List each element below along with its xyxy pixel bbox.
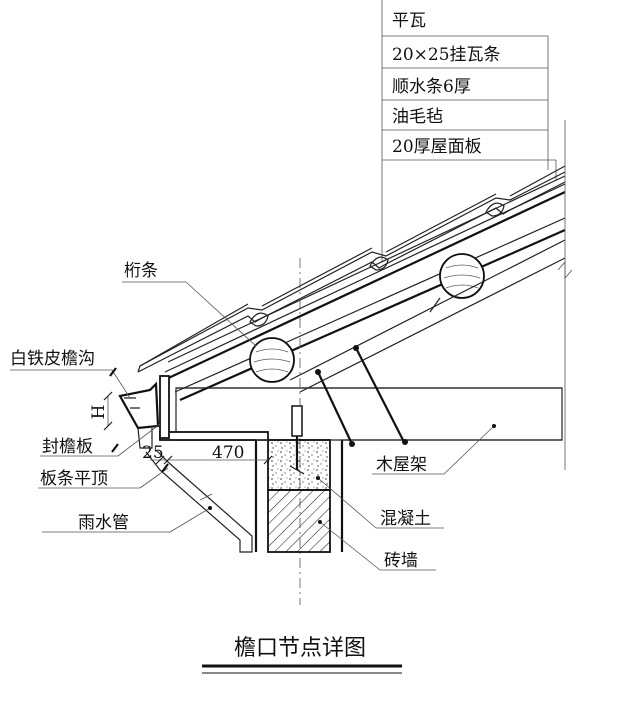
label-gutter: 白铁皮檐沟 — [10, 349, 95, 369]
callouts: 桁条 白铁皮檐沟 封檐板 板条平顶 雨水管 木屋架 混凝土 — [10, 261, 496, 571]
label-downpipe: 雨水管 — [78, 513, 129, 533]
dimension-marks: H 25 470 — [89, 391, 273, 465]
layer-row-roof-board: 20厚屋面板 — [392, 137, 482, 157]
rain-downpipe — [145, 449, 253, 553]
label-truss: 木屋架 — [376, 455, 427, 475]
layer-row-tile-batten: 20×25挂瓦条 — [392, 45, 501, 65]
title-text: 檐口节点详图 — [234, 636, 366, 661]
label-soffit: 板条平顶 — [40, 469, 108, 489]
wall-assembly — [254, 405, 344, 553]
label-fascia: 封檐板 — [42, 437, 93, 457]
dim-25: 25 — [142, 443, 164, 463]
label-brick-wall: 砖墙 — [384, 551, 418, 571]
roof-assembly — [137, 165, 566, 402]
layer-row-roof-tile: 平瓦 — [392, 11, 426, 31]
layer-table: 平瓦 20×25挂瓦条 顺水条6厚 油毛毡 20厚屋面板 — [381, 0, 556, 262]
dim-470: 470 — [212, 443, 244, 463]
eave-assembly — [118, 375, 269, 449]
layer-row-counter-batten: 顺水条6厚 — [392, 77, 471, 97]
label-purlin: 桁条 — [124, 261, 158, 281]
dim-height-h: H — [89, 405, 109, 420]
drawing-title: 檐口节点详图 — [202, 636, 402, 674]
wood-truss — [175, 120, 573, 470]
label-concrete: 混凝土 — [380, 509, 431, 529]
layer-leaders — [547, 36, 557, 180]
layer-row-felt: 油毛毡 — [392, 107, 443, 127]
